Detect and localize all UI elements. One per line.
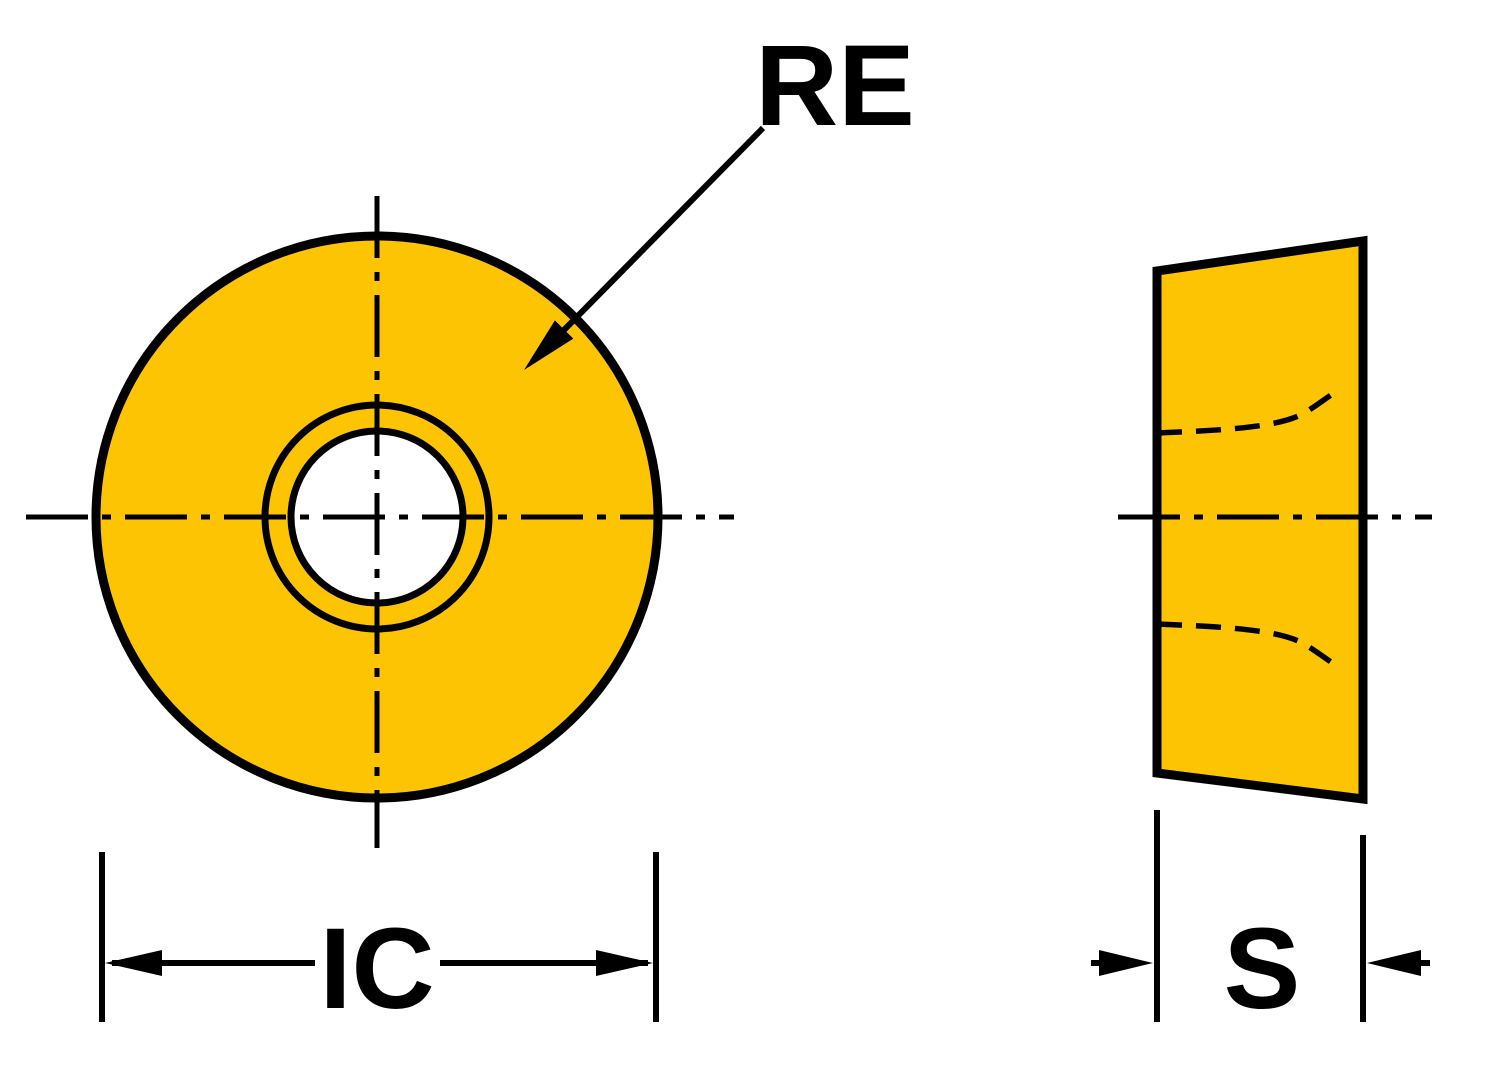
re-leader-arrow: [524, 320, 574, 370]
insert-side-body: [1152, 235, 1368, 805]
s-arrow-right: [1367, 950, 1421, 976]
re-label: RE: [755, 22, 915, 150]
s-label: S: [1224, 905, 1301, 1033]
s-dimension: S: [1091, 810, 1430, 1033]
hole-hidden-line-bottom: [1156, 621, 1343, 671]
ic-dimension: IC: [99, 852, 659, 1033]
front-view: [26, 196, 734, 848]
ic-label: IC: [320, 905, 435, 1033]
ic-arrow-right: [596, 950, 653, 976]
side-view: [1118, 235, 1432, 805]
hole-hidden-line-top: [1156, 386, 1343, 436]
s-arrow-left: [1099, 950, 1153, 976]
corner-radius-callout: RE: [524, 22, 915, 370]
re-leader-line: [561, 125, 766, 333]
ic-arrow-left: [105, 950, 162, 976]
